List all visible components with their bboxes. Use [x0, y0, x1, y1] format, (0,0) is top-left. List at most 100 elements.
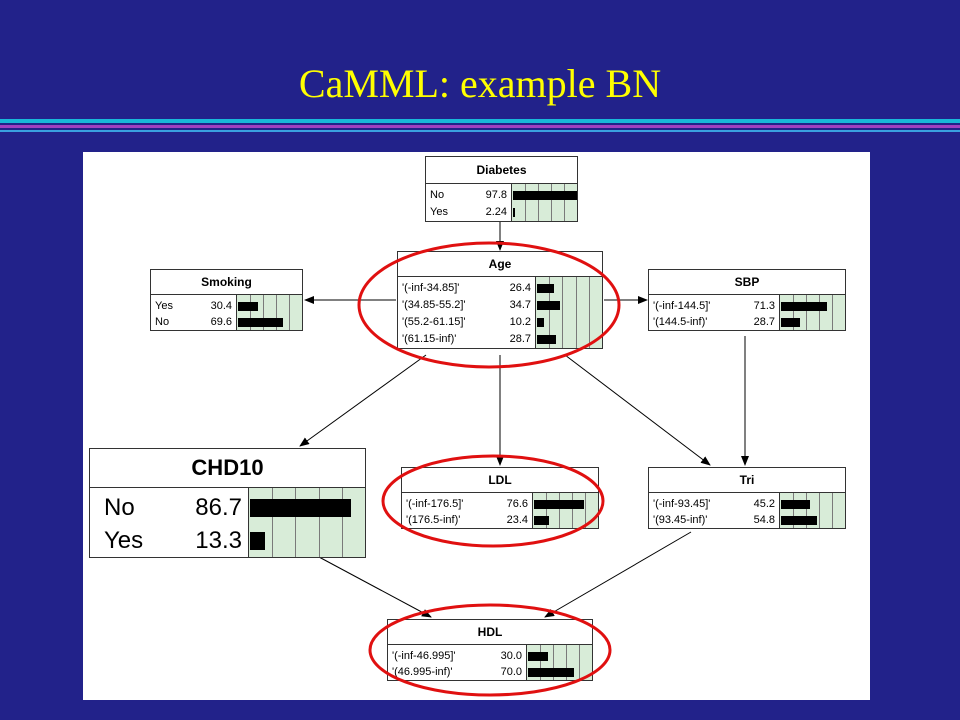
state-probability: 54.8: [753, 514, 775, 526]
state-label: '(55.2-61.15]': [402, 316, 466, 328]
state-probability: 70.0: [500, 666, 522, 678]
state-label-column: [151, 295, 237, 330]
state-probability: 10.2: [509, 316, 531, 328]
bar-gridline: [319, 488, 320, 557]
state-probability: 28.7: [753, 316, 775, 328]
probability-bar: [537, 284, 554, 293]
state-label: Yes: [104, 527, 144, 554]
bar-gridline: [579, 645, 580, 680]
state-probability: 26.4: [509, 282, 531, 294]
bar-gridline: [819, 295, 820, 330]
state-label: No: [104, 494, 135, 521]
state-probability: 69.6: [210, 316, 232, 328]
bar-gridline: [295, 488, 296, 557]
bar-gridline: [546, 493, 547, 528]
state-label-column: [426, 184, 512, 221]
probability-bar: [781, 302, 827, 311]
bar-gridline: [562, 277, 563, 348]
bar-gridline: [819, 493, 820, 528]
node-title: CHD10: [90, 449, 365, 488]
node-states: '(-inf-46.995]' 30.0 '(46.995-inf)' 70.0: [388, 645, 592, 680]
bar-gridline: [263, 295, 264, 330]
probability-bar: [537, 318, 544, 327]
bar-gridline: [549, 277, 550, 348]
highlight-ring-age: [357, 241, 621, 369]
probability-bar: [250, 532, 265, 550]
node-tri[interactable]: Tri'(-inf-93.45]'45.2'(93.45-inf)'54.8: [648, 467, 846, 529]
state-probability: 28.7: [509, 333, 531, 345]
bar-gridline: [572, 493, 573, 528]
probability-bar: [781, 516, 817, 525]
bar-gridline: [832, 295, 833, 330]
node-sbp[interactable]: SBP'(-inf-144.5]'71.3'(144.5-inf)'28.7: [648, 269, 846, 331]
state-probability: 71.3: [753, 300, 775, 312]
bar-gridline: [553, 645, 554, 680]
probability-bar: [238, 302, 258, 311]
state-probability: 30.0: [500, 650, 522, 662]
state-label: Yes: [430, 206, 448, 218]
title-rule-cyan: [0, 119, 960, 123]
bar-gridline: [832, 493, 833, 528]
bar-gridline: [566, 645, 567, 680]
probability-bar: [250, 499, 351, 517]
node-ldl[interactable]: LDL'(-inf-176.5]'76.6'(176.5-inf)'23.4: [401, 467, 599, 529]
state-probability: 23.4: [506, 514, 528, 526]
probability-bar: [781, 318, 800, 327]
highlight-layer: [357, 241, 621, 697]
state-label: '(-inf-34.85]': [402, 282, 460, 294]
state-label: '(144.5-inf)': [653, 316, 708, 328]
state-probability: 13.3: [195, 527, 242, 554]
state-label-column: [90, 488, 249, 557]
state-probability: 76.6: [506, 498, 528, 510]
state-label: '(176.5-inf)': [406, 514, 461, 526]
state-label: No: [155, 316, 170, 328]
state-label-column: [388, 645, 527, 680]
bar-gridline: [806, 493, 807, 528]
edge-age-to-chd10: [299, 354, 427, 447]
edges-layer: [299, 213, 749, 618]
bar-gridline: [589, 277, 590, 348]
bar-gridline: [806, 295, 807, 330]
state-probability: 2.24: [485, 206, 507, 218]
node-title: Diabetes: [426, 157, 577, 184]
slide-title: CaMML: example BN: [298, 61, 662, 106]
state-probability: 97.8: [485, 189, 507, 201]
bar-gridline: [272, 488, 273, 557]
state-label-column: [402, 493, 533, 528]
state-label-column: [649, 295, 780, 330]
bar-gridline: [538, 184, 539, 221]
node-title: SBP: [649, 270, 845, 295]
probability-bar: [513, 191, 577, 200]
highlight-ring-hdl: [368, 603, 612, 697]
node-states: '(-inf-93.45]'45.2'(93.45-inf)'54.8: [649, 493, 845, 528]
bar-gridline: [793, 295, 794, 330]
probability-bar: [528, 652, 548, 661]
node-hdl[interactable]: HDL'(-inf-46.995]'30.0'(46.995-inf)'70.0: [387, 619, 593, 681]
bar-gridline: [525, 184, 526, 221]
node-title: LDL: [402, 468, 598, 493]
node-title: Tri: [649, 468, 845, 493]
bar-gridline: [540, 645, 541, 680]
probability-bar: [537, 335, 556, 344]
edge-age-to-tri: [564, 354, 711, 466]
state-label: '(-inf-93.45]': [653, 498, 711, 510]
state-label: '(46.995-inf)': [392, 666, 453, 678]
node-states: '(-inf-176.5]'76.6'(176.5-inf)'23.4: [402, 493, 598, 528]
state-label: '(-inf-46.995]': [392, 650, 456, 662]
bar-gridline: [793, 493, 794, 528]
state-probability: 45.2: [753, 498, 775, 510]
bar-gridline: [585, 493, 586, 528]
bar-gridline: [276, 295, 277, 330]
probability-bar: [781, 500, 810, 509]
probability-bar: [534, 516, 549, 525]
bar-gridline: [289, 295, 290, 330]
highlight-ring-ldl: [381, 454, 605, 548]
node-age[interactable]: Age'(-inf-34.85]'26.4'(34.85-55.2]'34.7'…: [397, 251, 603, 349]
state-label: '(34.85-55.2]': [402, 299, 466, 311]
